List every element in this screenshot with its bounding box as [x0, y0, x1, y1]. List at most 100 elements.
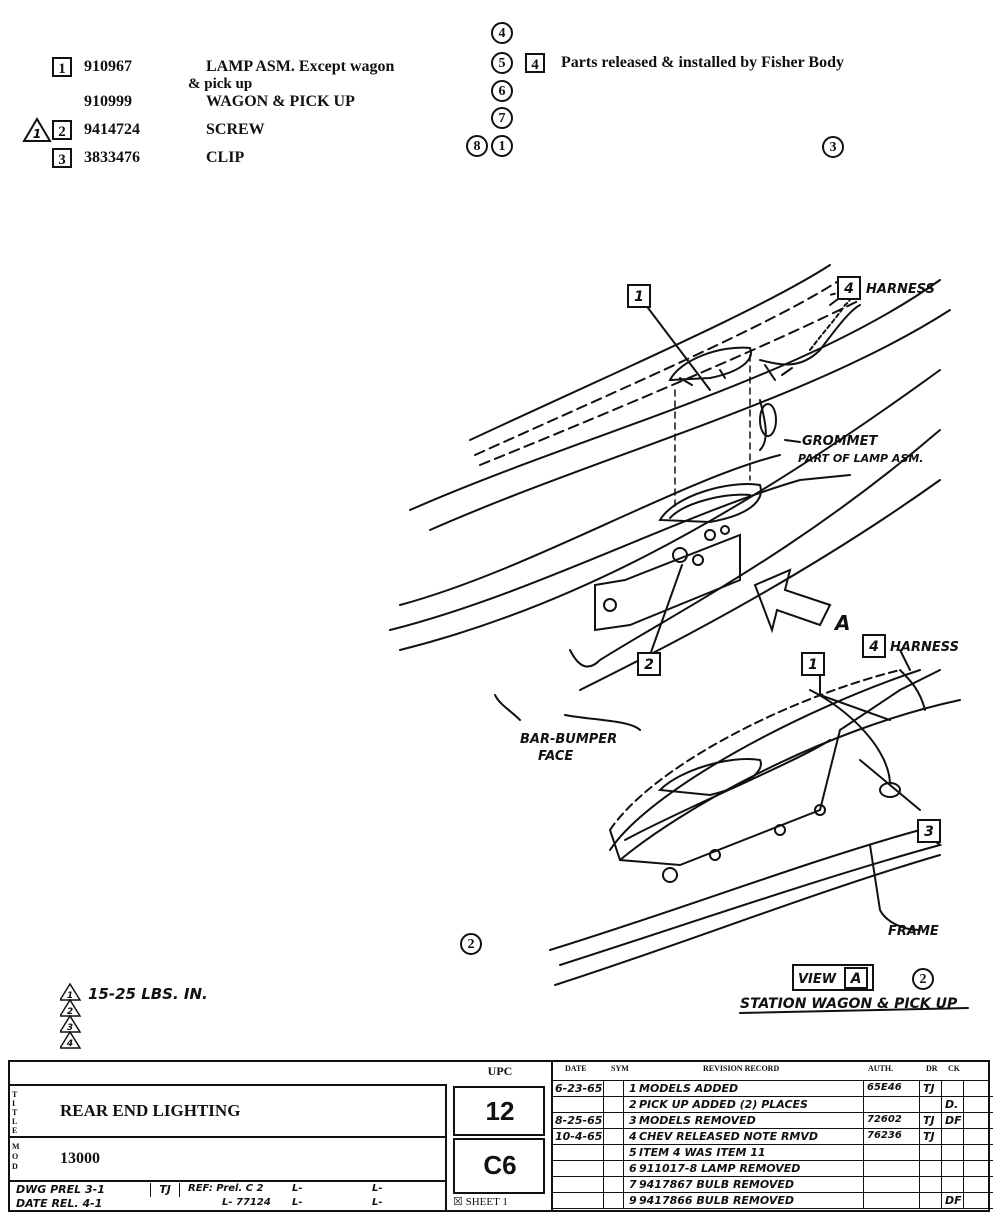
dwg-ref: DWG PREL 3-1	[16, 1183, 105, 1196]
callout-box	[862, 634, 886, 658]
detail-hole	[814, 804, 826, 816]
lamp-upper	[668, 346, 752, 382]
view-label: VIEW	[798, 972, 837, 987]
title-block: TITLE REAR END LIGHTING MOD 13000 DWG PR…	[8, 1060, 993, 1212]
harness-label: HARNESS	[866, 282, 935, 297]
parts-row: 2 9414724 SCREW	[52, 120, 265, 140]
detail-hole	[709, 849, 721, 861]
torque-note: 1 2 3 4 15-25 LBS. IN.	[60, 982, 208, 1049]
svg-text:1: 1	[67, 991, 73, 1001]
leader-line	[649, 564, 683, 656]
item-number-box: 4	[525, 53, 545, 73]
bumper-face-line	[399, 369, 941, 651]
initial: TJ	[150, 1183, 180, 1197]
upc-cell: UPC 12 C6 ☒ SHEET 1	[447, 1062, 553, 1212]
upc-box	[453, 1086, 545, 1136]
callout-box	[801, 652, 825, 676]
bumper-lower-line	[579, 479, 941, 691]
rear-lighting-diagram: 1 4 2 1 4 3 A HARNESS HARNESS GROMMET PA…	[389, 264, 969, 1014]
group-code: C6	[483, 1150, 517, 1180]
callout-box	[837, 276, 861, 300]
harness-label: HARNESS	[890, 640, 959, 655]
l-field: L-	[372, 1183, 383, 1194]
grommet-label: GROMMET	[802, 434, 878, 449]
lamp-opening-inner	[669, 493, 751, 519]
sheet-number: ☒ SHEET 1	[453, 1196, 508, 1208]
screw	[692, 554, 704, 566]
view-letter: A	[850, 971, 862, 987]
note-circle: 2	[460, 933, 482, 955]
svg-text:3: 3	[67, 1023, 73, 1033]
leader-line	[784, 439, 801, 443]
alignment-line	[674, 354, 751, 511]
part-description-continued: & pick up	[188, 76, 253, 92]
bumper-upper-edge	[399, 454, 781, 606]
bolt-hole	[603, 598, 617, 612]
rev-header-ck: CK	[948, 1064, 960, 1073]
detail-body-line	[619, 699, 961, 861]
item-number-box: 2	[52, 120, 72, 140]
model-cell: MOD 13000	[10, 1136, 447, 1180]
note-circle: 8	[466, 135, 488, 157]
parts-row: 1 910967 LAMP ASM. Except wagon	[52, 57, 394, 77]
part-description: CLIP	[206, 149, 245, 166]
body-line	[409, 279, 941, 511]
leader-line	[859, 759, 921, 811]
leader-line	[899, 649, 911, 671]
view-box	[792, 964, 874, 991]
rev-header-auth: AUTH.	[868, 1064, 894, 1073]
upc-number: 12	[485, 1096, 515, 1126]
callout-box	[637, 652, 661, 676]
sheet-text: SHEET 1	[465, 1196, 508, 1208]
rev-header-sym: SYM	[611, 1064, 629, 1073]
detail-pocket	[609, 669, 941, 867]
mod-side-label: MOD	[12, 1142, 20, 1171]
part-number: 9414724	[84, 121, 140, 138]
grommet-label-2: PART OF LAMP ASM.	[798, 452, 924, 465]
harness-wire-dashed	[809, 292, 852, 351]
title-side-label: TITLE	[12, 1090, 18, 1135]
ref-label: REF: Prel. C 2	[188, 1183, 264, 1194]
bumper-lower-line	[569, 429, 941, 668]
connector	[764, 364, 793, 381]
note-circle: 7	[491, 107, 513, 129]
grommet-shape	[759, 403, 777, 437]
parts-row: 3 3833476 CLIP	[52, 148, 244, 168]
note-triangle-icon: 1	[22, 117, 52, 142]
leader-line	[564, 714, 641, 731]
leader-line	[494, 694, 521, 721]
revision-header: DATE SYM REVISION RECORD AUTH. DR CK	[553, 1064, 990, 1078]
note-circle: 5	[491, 52, 513, 74]
note-triangle-icon	[60, 1030, 82, 1049]
bumper-edge	[389, 474, 851, 631]
callout-number: 1	[634, 289, 644, 305]
callout-number: 1	[808, 657, 818, 673]
lamp-opening	[658, 483, 762, 524]
detail-harness	[809, 689, 891, 786]
l-field: L-	[292, 1183, 303, 1194]
title-cell: TITLE REAR END LIGHTING	[10, 1084, 447, 1136]
item-number-box: 3	[52, 148, 72, 168]
part-description: SCREW	[206, 121, 265, 138]
leader-line	[869, 844, 921, 931]
note-circle: 3	[822, 136, 844, 158]
part-number: 910967	[84, 58, 132, 75]
callout-box	[917, 819, 941, 843]
bolt-hole	[704, 529, 716, 541]
body-line	[469, 264, 831, 441]
callout-box	[627, 284, 651, 308]
parts-row: 910999 WAGON & PICK UP	[52, 93, 355, 111]
svg-text:4: 4	[66, 1039, 73, 1049]
detail-lamp	[657, 758, 762, 797]
view-letter-box	[844, 967, 868, 989]
rev-header-dr: DR	[926, 1064, 938, 1073]
lamp-tabs	[679, 369, 726, 386]
body-line-dashed	[474, 279, 841, 456]
bumper-pocket	[594, 533, 741, 632]
